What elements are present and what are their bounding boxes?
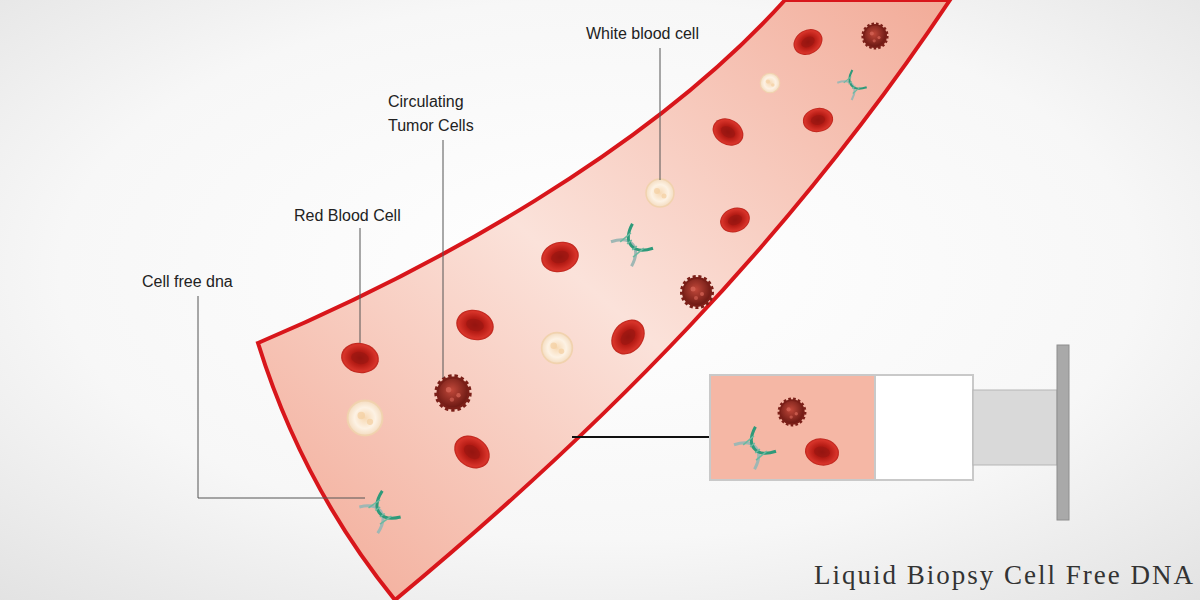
- blood-vessel: [258, 0, 950, 600]
- syringe: [572, 345, 1069, 520]
- callout-label: Circulating Tumor Cells: [388, 90, 508, 138]
- callout-label: White blood cell: [586, 22, 746, 46]
- callout-label: Red Blood Cell: [294, 204, 444, 228]
- leader-lines: [198, 48, 660, 498]
- diagram-title: Liquid Biopsy Cell Free DNA: [814, 560, 1195, 591]
- callout-label: Cell free dna: [142, 270, 272, 294]
- tumor-cells: [437, 24, 888, 410]
